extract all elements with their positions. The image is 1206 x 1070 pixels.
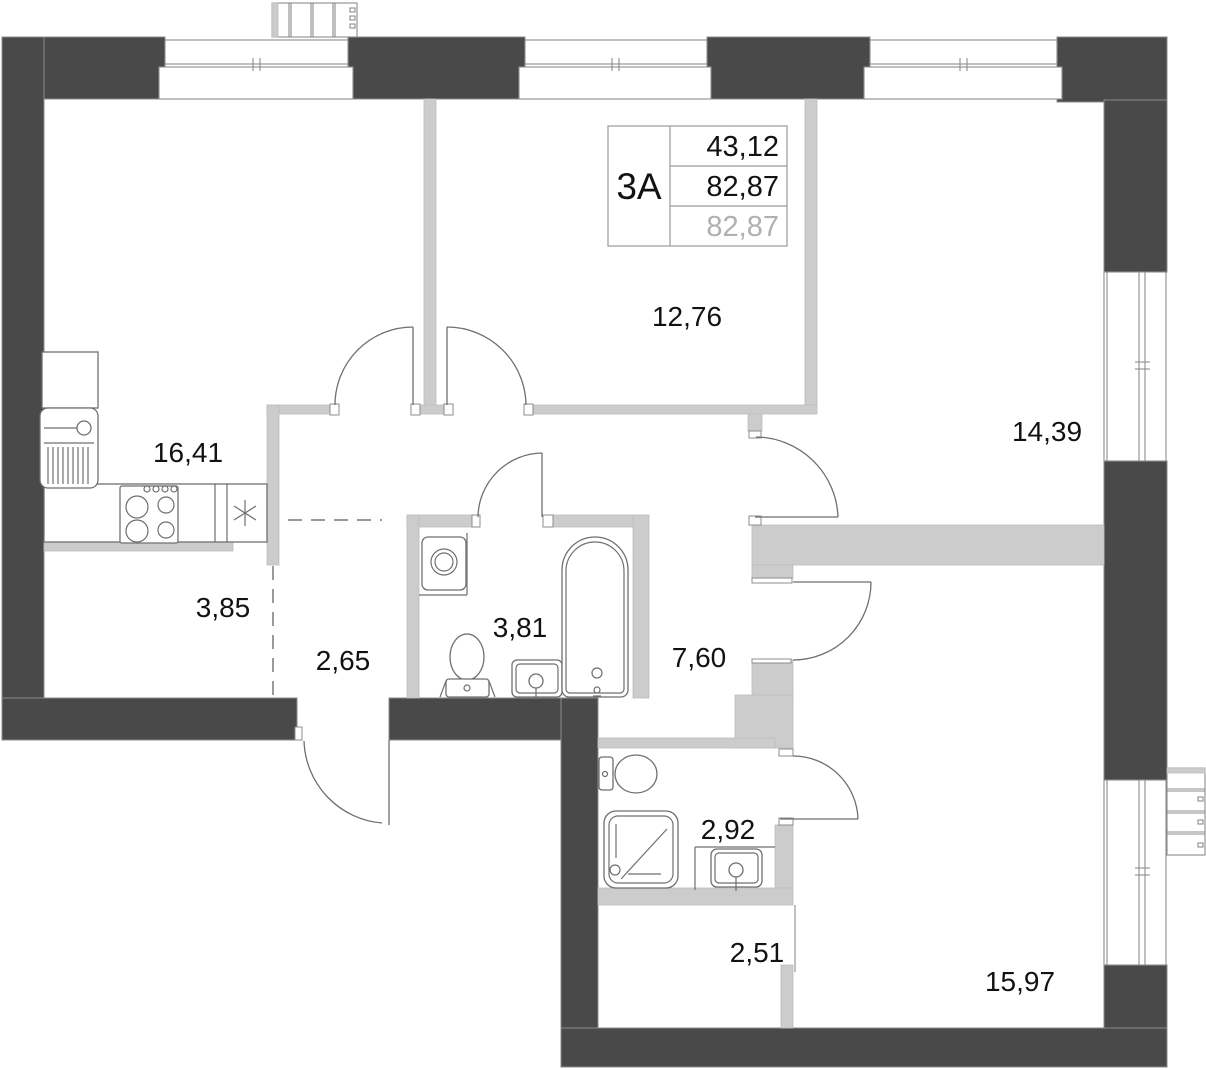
window-2: [518, 39, 712, 100]
area-value-total: 82,87: [706, 171, 779, 203]
window-4: [1103, 271, 1167, 462]
toilet-icon: [439, 633, 496, 698]
room-labels: 16,41 12,76 14,39 3,85 2,65 3,81 7,60 2,…: [153, 301, 1082, 997]
area-label-room-1: 12,76: [652, 301, 722, 332]
outer-walls: [1, 36, 1168, 1068]
window-3: [863, 39, 1063, 100]
entrance-door: [303, 740, 390, 825]
windows-top: [158, 39, 1063, 100]
door-posts: [294, 403, 794, 826]
fridge-asterisk-icon: [233, 500, 257, 526]
partitions: [43, 98, 1105, 1029]
washbasin-2-icon: [694, 846, 775, 891]
windows-right: [1103, 271, 1167, 966]
window-5: [1103, 779, 1167, 966]
door-room-2: [755, 436, 839, 518]
bathroom-fixtures: [419, 533, 629, 698]
door-shower-room: [780, 755, 859, 820]
shower-tray-icon: [603, 810, 679, 889]
kitchen-fixtures: [39, 351, 268, 544]
door-room-3: [792, 581, 872, 661]
area-label-room-2: 14,39: [1012, 416, 1082, 447]
ac-basket-right-icon: [1166, 767, 1206, 856]
door-kitchen-living: [334, 326, 414, 406]
area-label-shower-room: 2,92: [701, 814, 756, 845]
area-label-hallway: 2,65: [316, 645, 371, 676]
doors: [303, 326, 872, 825]
ac-basket-top-icon: [271, 2, 358, 38]
area-label-wardrobe: 2,51: [730, 937, 785, 968]
area-label-room-3: 15,97: [985, 966, 1055, 997]
info-table: 3А 43,12 82,87 82,87: [607, 125, 788, 247]
area-label-storage: 3,85: [196, 592, 251, 623]
area-value-total-reduced: 82,87: [706, 211, 779, 243]
washbasin-icon: [511, 659, 563, 698]
area-label-kitchen-living: 16,41: [153, 437, 223, 468]
door-room-1: [446, 326, 527, 406]
toilet-2-icon: [598, 754, 658, 794]
drainboard-hatch: [47, 447, 89, 484]
stove-icon: [119, 485, 179, 544]
shower-room-fixtures: [598, 754, 775, 891]
unit-number: 3А: [616, 166, 662, 207]
area-value-living: 43,12: [706, 131, 779, 163]
area-label-corridor: 7,60: [672, 642, 727, 673]
window-1: [158, 39, 354, 100]
zone-boundaries: [272, 519, 382, 698]
kitchen-sink-icon: [39, 351, 99, 489]
washing-machine-icon: [419, 533, 468, 596]
door-bathroom: [477, 452, 543, 518]
bathtub-icon: [561, 536, 629, 698]
area-label-bathroom: 3,81: [493, 612, 548, 643]
